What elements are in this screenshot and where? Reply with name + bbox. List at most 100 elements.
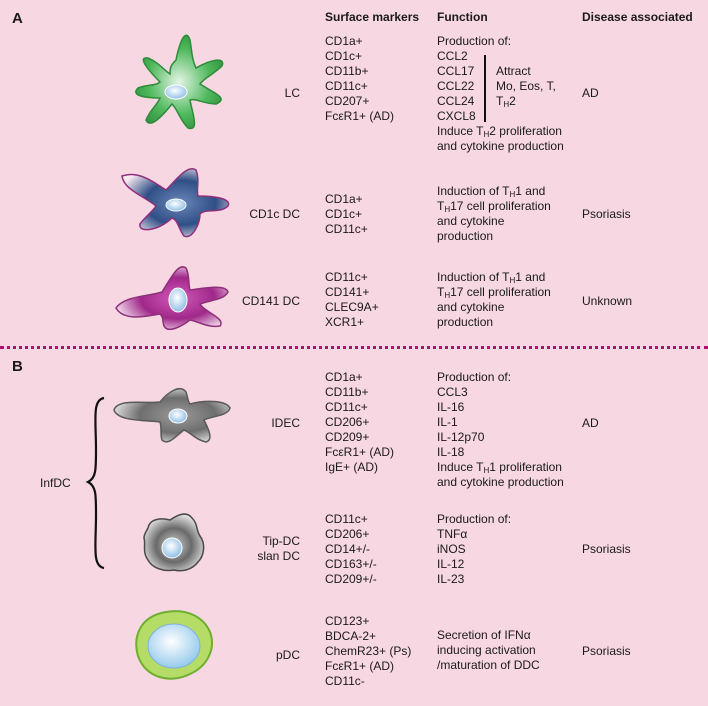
marker: CD1a+ (325, 34, 363, 48)
function-line: Production of: (437, 512, 512, 526)
pdc-cell-icon (135, 610, 213, 680)
function-line: IL-1 (437, 415, 458, 429)
function-line: IL-23 (437, 572, 465, 586)
marker: CD1a+ (325, 370, 363, 384)
marker: CD141+ (325, 285, 370, 299)
marker: FcεR1+ (AD) (325, 445, 395, 459)
function-line: and cytokine (437, 214, 505, 228)
header-surface-markers: Surface markers (325, 10, 420, 24)
marker: CD206+ (325, 415, 370, 429)
idec-cell-icon (113, 388, 231, 443)
header-function: Function (437, 10, 488, 24)
chemokine: CCL22 (437, 79, 475, 93)
marker: ChemR23+ (Ps) (325, 644, 412, 658)
markers-cd141: CD11c+ CD141+ CLEC9A+ XCR1+ (325, 270, 379, 330)
tip-dc-cell-icon (143, 513, 205, 572)
marker: CD1c+ (325, 207, 363, 221)
section-b-label: B (12, 358, 23, 375)
langerhans-cell-icon (135, 34, 224, 130)
function-line: iNOS (437, 542, 466, 556)
marker: CD11c+ (325, 400, 368, 414)
disease-cd141: Unknown (582, 294, 633, 308)
lc-bracket-text: Attract Mo, Eos, T, TH2 (496, 64, 556, 109)
function-line: Induce TH2 proliferation (437, 124, 562, 139)
function-line: inducing activation (437, 643, 536, 657)
marker: CLEC9A+ (325, 300, 379, 314)
cell-name-line: Tip-DC (262, 534, 300, 548)
marker: CD11c+ (325, 270, 368, 284)
function-line: CCL3 (437, 385, 468, 399)
marker: XCR1+ (325, 315, 365, 329)
marker: CD11b+ (325, 64, 369, 78)
disease-cd1c: Psoriasis (582, 207, 631, 221)
marker: IgE+ (AD) (325, 460, 379, 474)
chemokine: CCL17 (437, 64, 475, 78)
function-line: /maturation of DDC (437, 658, 540, 672)
infdc-brace (85, 396, 105, 570)
function-pdc: Secretion of IFNα inducing activation /m… (437, 628, 540, 673)
function-line: TH17 cell proliferation (437, 199, 551, 214)
function-tipdc: Production of: TNFα iNOS IL-12 IL-23 (437, 512, 511, 587)
chemokine: CXCL8 (437, 109, 476, 123)
marker: CD1a+ (325, 192, 363, 206)
function-line: IL-12 (437, 557, 465, 571)
function-line: Production of: (437, 34, 512, 48)
cell-name-lc: LC (284, 86, 300, 100)
section-divider (0, 346, 708, 349)
function-line: TH17 cell proliferation (437, 285, 551, 300)
function-line: and cytokine production (437, 475, 564, 489)
marker: BDCA-2+ (325, 629, 377, 643)
marker: FcεR1+ (AD) (325, 109, 395, 123)
disease-pdc: Psoriasis (582, 644, 631, 658)
markers-lc: CD1a+ CD1c+ CD11b+ CD11c+ CD207+ FcεR1+ … (325, 34, 394, 124)
marker: CD209+/- (325, 572, 377, 586)
function-line: Production of: (437, 370, 512, 384)
infdc-label: InfDC (40, 476, 71, 490)
function-line: Induction of TH1 and (437, 270, 546, 285)
disease-lc: AD (582, 86, 599, 100)
function-line: and cytokine production (437, 139, 564, 153)
chemokine: CCL24 (437, 94, 475, 108)
marker: CD1c+ (325, 49, 363, 63)
bracket-text-line: Mo, Eos, T, (496, 79, 556, 93)
marker: CD209+ (325, 430, 370, 444)
function-line: Secretion of IFNα (437, 628, 531, 642)
function-line: IL-18 (437, 445, 465, 459)
function-line: production (437, 229, 494, 243)
marker: CD123+ (325, 614, 370, 628)
disease-tipdc: Psoriasis (582, 542, 631, 556)
cell-name-idec: IDEC (271, 416, 300, 430)
marker: CD11c+ (325, 512, 368, 526)
function-cd141: Induction of TH1 and TH17 cell prolifera… (437, 270, 551, 330)
cell-name-tipdc: Tip-DC slan DC (232, 534, 300, 564)
cell-name-cd141: CD141 DC (241, 294, 300, 308)
cd1c-dendritic-cell-icon (121, 167, 230, 238)
marker: FcεR1+ (AD) (325, 659, 395, 673)
cd141-dendritic-cell-icon (115, 266, 229, 331)
marker: CD11c+ (325, 222, 368, 236)
marker: CD206+ (325, 527, 370, 541)
bracket-text-line: TH2 (496, 94, 516, 109)
markers-pdc: CD123+ BDCA-2+ ChemR23+ (Ps) FcεR1+ (AD)… (325, 614, 411, 689)
section-a-label: A (12, 10, 23, 27)
function-cd1c: Induction of TH1 and TH17 cell prolifera… (437, 184, 551, 244)
marker: CD11c- (325, 674, 365, 688)
function-idec: Production of: CCL3 IL-16 IL-1 IL-12p70 … (437, 370, 564, 490)
function-line: production (437, 315, 494, 329)
function-line: IL-12p70 (437, 430, 485, 444)
function-line: Induce TH1 proliferation (437, 460, 562, 475)
marker: CD14+/- (325, 542, 371, 556)
markers-idec: CD1a+ CD11b+ CD11c+ CD206+ CD209+ FcεR1+… (325, 370, 394, 475)
marker: CD207+ (325, 94, 370, 108)
header-disease: Disease associated (582, 10, 693, 24)
marker: CD163+/- (325, 557, 377, 571)
marker: CD11c+ (325, 79, 368, 93)
cell-name-line: slan DC (257, 549, 300, 563)
chemokine: CCL2 (437, 49, 468, 63)
cell-name-pdc: pDC (275, 648, 300, 662)
markers-tipdc: CD11c+ CD206+ CD14+/- CD163+/- CD209+/- (325, 512, 377, 587)
function-line: Induction of TH1 and (437, 184, 546, 199)
cell-name-cd1c: CD1c DC (249, 207, 300, 221)
function-line: and cytokine (437, 300, 505, 314)
marker: CD11b+ (325, 385, 369, 399)
